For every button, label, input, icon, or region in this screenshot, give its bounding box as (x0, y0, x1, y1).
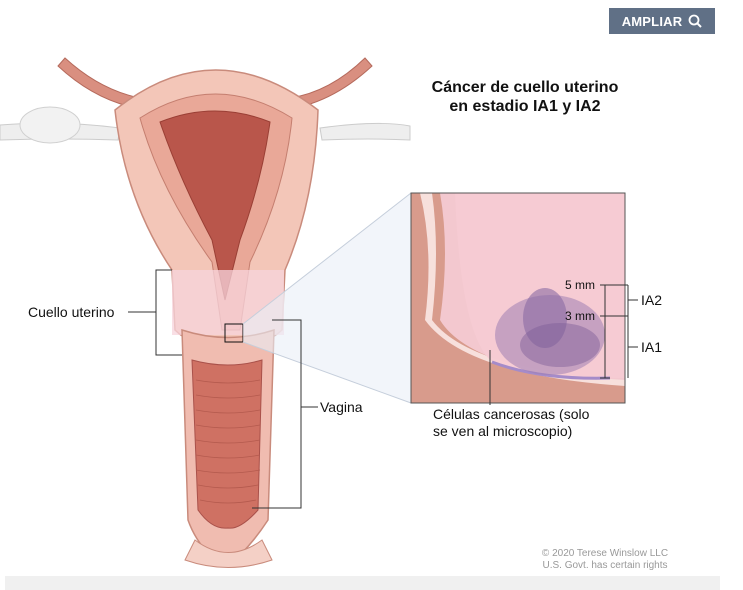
copyright-line-2: U.S. Govt. has certain rights (542, 560, 668, 571)
stage-ia1-label: IA1 (641, 339, 663, 355)
vagina-label: Vagina (320, 399, 363, 415)
vaginal-rugae (195, 379, 261, 504)
scale-3mm-label: 3 mm (565, 309, 595, 323)
title-line-1: Cáncer de cuello uterino (431, 79, 619, 96)
zoom-projection (242, 192, 412, 404)
stage-ia2-label: IA2 (641, 292, 663, 308)
left-ligament (0, 106, 121, 144)
footer-strip (5, 576, 720, 590)
right-ligament (319, 122, 411, 141)
vagina-bracket (252, 319, 302, 509)
scale-5mm-label: 5 mm (565, 278, 595, 292)
cancer-cell-cluster (495, 288, 605, 375)
magnified-inset (410, 192, 626, 404)
cervix-label: Cuello uterino (28, 304, 115, 320)
diagram-title: Cáncer de cuello uterino en estadio IA1 … (400, 78, 650, 116)
copyright-line-1: © 2020 Terese Winslow LLC (541, 548, 669, 559)
copyright-notice: © 2020 Terese Winslow LLC U.S. Govt. has… (505, 548, 705, 572)
caption-line-1: Células cancerosas (solo (433, 406, 590, 422)
introitus (184, 539, 273, 568)
title-line-2: en estadio IA1 y IA2 (449, 98, 601, 115)
search-icon (688, 14, 703, 28)
cancer-cells-caption: Células cancerosas (solo se ven al micro… (433, 406, 589, 440)
depth-scale (600, 284, 638, 379)
ampliar-button[interactable]: AMPLIAR (609, 8, 715, 34)
caption-line-2: se ven al microscopio) (433, 423, 573, 439)
ampliar-label: AMPLIAR (621, 13, 683, 29)
uterine-cavity (159, 110, 271, 301)
vaginal-canal (191, 359, 263, 529)
